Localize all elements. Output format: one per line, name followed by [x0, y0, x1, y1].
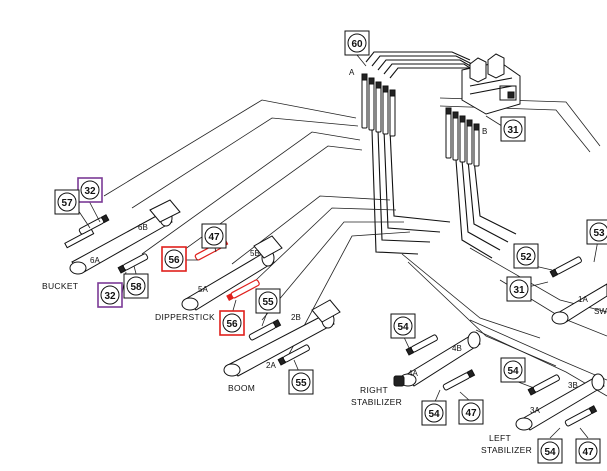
callout-54-left-stabilizer-bottom: 54 — [537, 438, 563, 464]
svg-text:32: 32 — [104, 291, 116, 302]
svg-text:60: 60 — [351, 39, 363, 50]
control-valve-block — [461, 53, 521, 115]
bucket-cylinder — [64, 199, 181, 275]
svg-text:47: 47 — [465, 408, 477, 419]
port-label-6a: 6A — [90, 256, 100, 265]
callout-52: 52 — [513, 243, 539, 269]
callout-32-bucket-top: 32 — [77, 177, 103, 203]
section-label-dipperstick: DIPPERSTICK — [155, 312, 215, 322]
svg-text:57: 57 — [61, 198, 73, 209]
left-stabilizer-cylinder — [515, 373, 605, 431]
callout-56-dipperstick-bottom: 56 — [219, 310, 245, 336]
callout-60: 60 — [344, 30, 370, 56]
port-label-2b: 2B — [291, 313, 301, 322]
callout-32-bucket-bottom: 32 — [97, 282, 123, 308]
svg-text:55: 55 — [295, 378, 307, 389]
section-label-right-stabilizer-line2: STABILIZER — [351, 397, 402, 407]
boom-cylinder — [223, 299, 341, 377]
callout-53: 53 — [586, 219, 607, 245]
svg-text:32: 32 — [84, 186, 96, 197]
port-b-fittings — [445, 107, 480, 167]
svg-text:31: 31 — [513, 285, 525, 296]
port-label-5a: 5A — [198, 285, 208, 294]
port-label-3b: 3B — [568, 381, 578, 390]
callout-55-boom-top: 55 — [255, 288, 281, 314]
callout-47-dipperstick: 47 — [201, 223, 227, 249]
callout-47-left-stabilizer: 47 — [575, 438, 601, 464]
right-stabilizer-cylinder — [393, 331, 481, 387]
svg-text:54: 54 — [428, 409, 440, 420]
section-labels: BUCKET DIPPERSTICK BOOM RIGHT STABILIZER… — [42, 281, 532, 455]
port-label-2a: 2A — [266, 361, 276, 370]
section-label-left-stabilizer-line1: LEFT — [489, 433, 511, 443]
hose-routes — [103, 51, 607, 397]
callout-54-right-stabilizer-top: 54 — [390, 313, 416, 339]
svg-text:54: 54 — [397, 322, 409, 333]
svg-text:47: 47 — [208, 232, 220, 243]
svg-text:54: 54 — [507, 366, 519, 377]
callout-31-valve: 31 — [500, 116, 526, 142]
port-label-1a: 1A — [578, 295, 588, 304]
port-label-5b: 5B — [250, 249, 260, 258]
port-label-sw: SW — [594, 307, 607, 316]
svg-text:52: 52 — [520, 252, 532, 263]
port-label-b: B — [482, 127, 487, 136]
svg-text:56: 56 — [168, 255, 180, 266]
callout-58: 58 — [123, 273, 149, 299]
port-label-4b: 4B — [452, 344, 462, 353]
port-label-a: A — [349, 68, 355, 77]
port-label-6b: 6B — [138, 223, 148, 232]
port-label-4a: 4A — [408, 369, 418, 378]
section-label-right-stabilizer-line1: RIGHT — [360, 385, 388, 395]
section-label-boom: BOOM — [228, 383, 255, 393]
svg-text:58: 58 — [130, 282, 142, 293]
callout-56-dipperstick-top: 56 — [161, 246, 187, 272]
callouts: 60 31 53 52 31 32 — [54, 30, 607, 464]
svg-text:54: 54 — [544, 447, 556, 458]
port-label-3a: 3A — [530, 406, 540, 415]
port-a-fittings — [361, 73, 396, 137]
callout-54-left-stabilizer-top: 54 — [500, 357, 526, 383]
svg-text:47: 47 — [582, 447, 594, 458]
swing-cylinder — [551, 283, 607, 325]
svg-text:53: 53 — [593, 228, 605, 239]
callout-54-right-stabilizer-bottom: 54 — [421, 400, 447, 426]
svg-text:31: 31 — [507, 125, 519, 136]
callout-31-swing: 31 — [506, 276, 532, 302]
port-labels: A B 6A 6B 5A 5B 2A 2B 4A 4B 3A 3B 1A SW — [90, 68, 607, 415]
section-label-bucket: BUCKET — [42, 281, 78, 291]
section-label-left-stabilizer-line2: STABILIZER — [481, 445, 532, 455]
callout-47-right-stabilizer: 47 — [458, 399, 484, 425]
svg-text:55: 55 — [262, 297, 274, 308]
dipperstick-cylinder — [181, 235, 283, 311]
callout-57: 57 — [54, 189, 80, 215]
svg-text:56: 56 — [226, 319, 238, 330]
callout-55-boom-bottom: 55 — [288, 369, 314, 395]
